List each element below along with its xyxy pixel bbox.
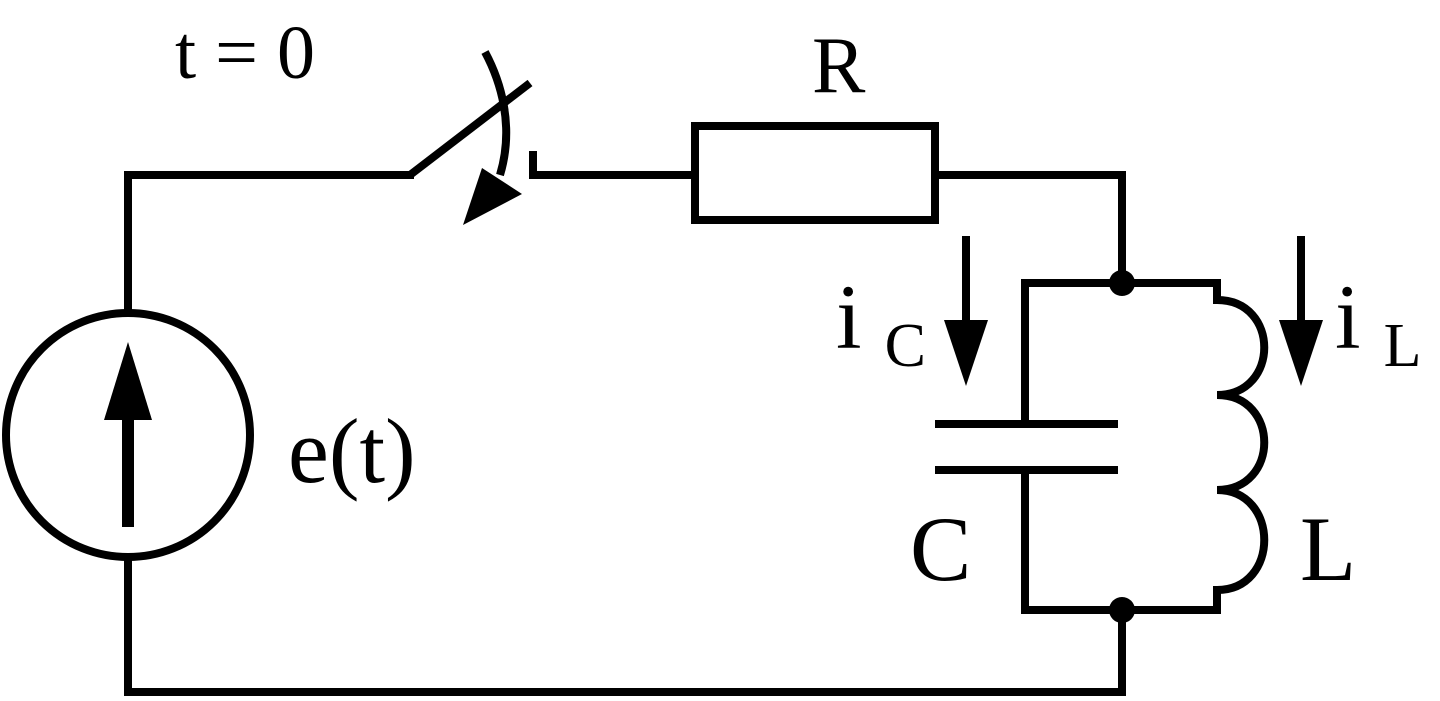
switch-operation-arrowhead	[463, 168, 522, 225]
inductor-coil	[1216, 296, 1269, 594]
switch	[407, 50, 533, 179]
source-label: e(t)	[288, 400, 416, 502]
resistor-symbol	[691, 122, 939, 224]
top-junction-node	[1109, 270, 1135, 296]
capacitor-label: C	[910, 498, 971, 600]
wire-bottom-bus	[1021, 586, 1221, 614]
capacitor-current-arrowhead	[944, 320, 988, 386]
wire-left-top	[124, 171, 414, 312]
inductor-current-label: i L	[1335, 266, 1421, 380]
capacitor-current-label: i C	[836, 266, 926, 380]
wire-top-bus	[1021, 279, 1221, 304]
wire-switch-to-resistor	[529, 151, 699, 179]
wire-resistor-to-top-node	[931, 171, 1126, 287]
switch-time-label: t = 0	[175, 11, 315, 95]
switch-operation-arrow-arc	[481, 50, 511, 177]
inductor-current-subscript: L	[1384, 312, 1422, 380]
voltage-source-arrowhead	[104, 342, 152, 420]
inductor-label: L	[1300, 498, 1356, 600]
inductor-current-main: i	[1335, 266, 1361, 368]
resistor-label: R	[812, 22, 866, 110]
bottom-junction-node	[1109, 597, 1135, 623]
capacitor-current-main: i	[836, 266, 862, 368]
inductor-current-arrowhead	[1279, 320, 1323, 386]
switch-blade	[407, 79, 533, 179]
wire-left-bottom	[124, 558, 1126, 696]
capacitor-current-subscript: C	[885, 312, 926, 380]
